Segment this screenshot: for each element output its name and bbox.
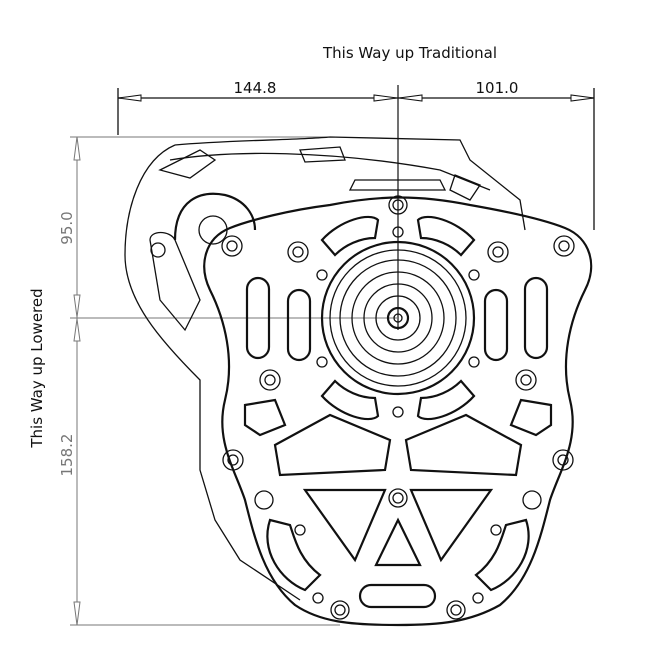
dim-lower-height: 158.2: [58, 434, 76, 477]
top-title: This Way up Traditional: [322, 44, 497, 62]
mounting-plate: [203, 195, 593, 627]
dim-right-width: 101.0: [476, 79, 519, 97]
vertical-dimension: [70, 136, 398, 626]
horizontal-dimension: [117, 88, 595, 230]
dim-upper-height: 95.0: [58, 211, 76, 244]
side-title: This Way up Lowered: [28, 288, 46, 448]
rear-housing: [124, 136, 526, 601]
bolt-holes: [221, 195, 575, 620]
dim-left-width: 144.8: [234, 79, 277, 97]
